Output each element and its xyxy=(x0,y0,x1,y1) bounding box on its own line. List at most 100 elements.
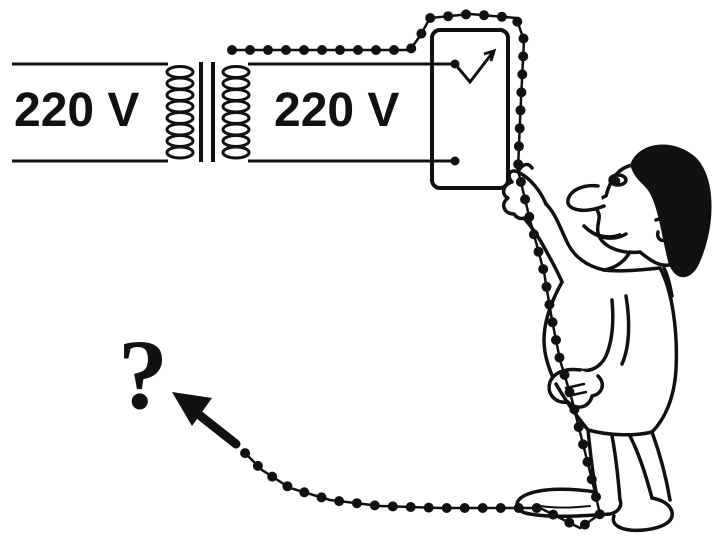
arrow-shaft xyxy=(193,409,241,449)
current-dot xyxy=(591,491,601,502)
current-dot xyxy=(477,503,488,513)
torso-back xyxy=(602,266,679,434)
coil-turn xyxy=(221,145,251,160)
current-dot xyxy=(518,51,529,62)
current-dot xyxy=(520,194,531,205)
coil-turn xyxy=(221,65,251,79)
secondary-coil xyxy=(221,65,251,160)
current-dot xyxy=(423,502,434,513)
isolation-transformer-icon xyxy=(165,62,251,162)
current-dot xyxy=(524,211,535,222)
current-dot xyxy=(443,11,454,22)
switch-lever xyxy=(453,51,495,85)
current-dot xyxy=(267,471,278,482)
coil-turn xyxy=(165,65,195,79)
coil-turn xyxy=(221,88,251,102)
ear xyxy=(654,216,675,243)
current-dot xyxy=(416,28,427,39)
current-dot xyxy=(564,517,575,528)
shoe-front xyxy=(515,487,623,519)
collar-right xyxy=(662,266,674,298)
current-dot xyxy=(544,299,555,310)
current-dot xyxy=(547,317,558,328)
current-dot xyxy=(299,487,310,498)
current-dot xyxy=(564,387,575,398)
coil-turn xyxy=(221,76,251,91)
current-dot xyxy=(515,105,526,116)
current-dot xyxy=(282,481,293,492)
primary-coil xyxy=(165,65,195,160)
arm-lower-back xyxy=(620,294,631,366)
current-dot xyxy=(495,503,506,513)
switch-lever-tip xyxy=(483,48,497,62)
current-dot xyxy=(389,45,399,55)
hair xyxy=(630,144,712,278)
current-dot xyxy=(579,519,590,530)
current-dot xyxy=(461,9,471,20)
coil-turn xyxy=(165,145,195,160)
coil-turn xyxy=(165,99,195,114)
shoe-crease xyxy=(539,505,591,509)
current-dot xyxy=(459,503,470,513)
current-dot xyxy=(245,45,255,55)
switch-box-frame xyxy=(430,28,510,190)
current-dot xyxy=(227,45,237,55)
primary-circuit xyxy=(12,62,168,163)
secondary-circuit xyxy=(248,62,455,163)
arm-raised-outer xyxy=(544,202,606,272)
current-dot xyxy=(538,264,549,275)
current-dot xyxy=(554,352,565,363)
current-dot xyxy=(351,498,362,509)
current-dot xyxy=(252,460,263,471)
current-dot xyxy=(371,45,381,55)
mouth xyxy=(582,224,628,240)
arrow-head xyxy=(172,392,212,426)
current-dot xyxy=(369,500,380,511)
current-dot xyxy=(387,501,398,512)
teeth xyxy=(589,229,621,238)
current-dot xyxy=(405,502,416,512)
current-dot xyxy=(586,474,597,485)
current-dot xyxy=(541,281,552,292)
current-dot xyxy=(531,503,542,513)
leg-back-outer xyxy=(650,430,672,502)
leg-back-inner xyxy=(628,434,654,500)
coil-turn xyxy=(165,111,195,125)
dotted-current-path-icon xyxy=(227,9,605,530)
current-dot xyxy=(569,404,580,415)
coil-turn xyxy=(165,134,195,148)
current-dot xyxy=(514,123,525,134)
secondary-voltage-label: 220 V xyxy=(274,84,399,137)
coil-turn xyxy=(221,99,251,114)
current-dot xyxy=(551,335,561,345)
arrow-icon xyxy=(172,392,241,449)
current-dot xyxy=(573,422,584,432)
shoe-back xyxy=(611,496,674,533)
torso-front xyxy=(542,280,564,386)
primary-voltage-label: 220 V xyxy=(14,84,139,137)
current-dot xyxy=(335,45,345,55)
current-dot xyxy=(281,45,291,55)
pupil xyxy=(611,176,621,186)
current-dot xyxy=(299,45,309,55)
nose xyxy=(566,183,606,213)
current-dot xyxy=(316,492,327,503)
current-dot xyxy=(479,10,489,21)
current-dot xyxy=(594,509,605,520)
current-dot xyxy=(513,503,524,513)
current-dot xyxy=(512,16,523,27)
current-dot xyxy=(559,369,570,380)
current-dot xyxy=(353,45,363,55)
current-dot xyxy=(513,141,524,152)
switch-box-icon xyxy=(430,28,510,190)
current-dot xyxy=(406,43,417,54)
leg-front-outer xyxy=(610,434,622,502)
current-dot xyxy=(240,448,251,459)
face xyxy=(594,163,678,267)
current-dot xyxy=(582,456,593,467)
current-dot xyxy=(515,176,526,187)
coil-turn xyxy=(221,122,251,137)
collar-left xyxy=(602,250,632,272)
